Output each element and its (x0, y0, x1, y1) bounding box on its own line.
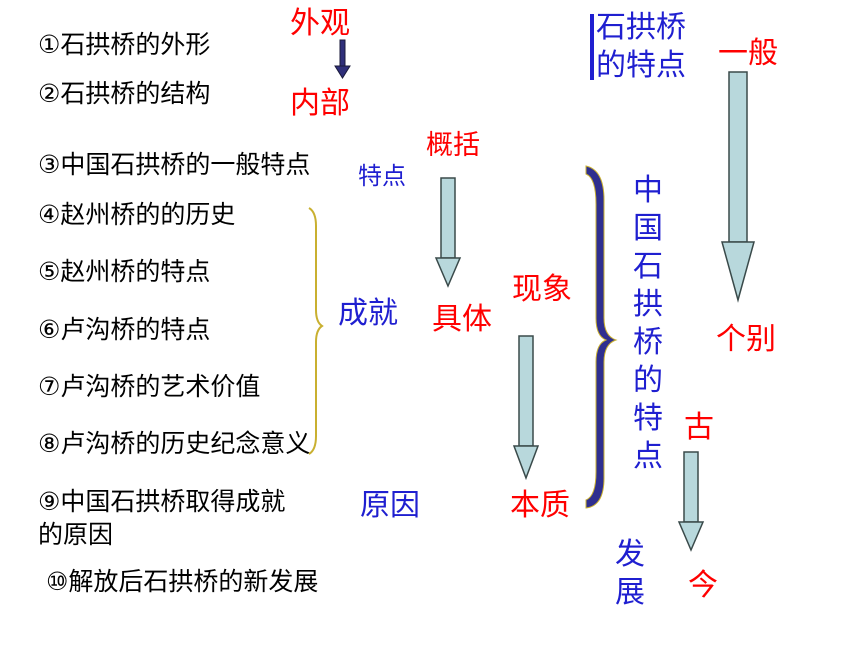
big-brace-icon (585, 165, 618, 509)
outline-item-6: ⑥卢沟桥的特点 (38, 315, 211, 344)
topic-line-1: 石拱桥 (596, 10, 686, 45)
label-neibu: 内部 (290, 86, 350, 121)
topic-bar (590, 14, 594, 80)
vertical-title: 中国石拱桥的特点 (633, 173, 663, 474)
label-juti: 具体 (432, 302, 492, 337)
down-arrow-icon-xianxiang (512, 335, 540, 481)
outline-item-7: ⑦卢沟桥的艺术价值 (38, 372, 261, 401)
label-benzhi: 本质 (510, 488, 570, 523)
down-arrow-icon-gu (677, 451, 705, 552)
small-down-arrow-icon (334, 39, 351, 79)
label-gebie: 个别 (716, 322, 776, 357)
topic-line-2: 的特点 (596, 48, 686, 83)
down-arrow-icon-yiban (721, 71, 755, 303)
label-gaikuo: 概括 (426, 130, 480, 161)
thin-brace-icon (308, 207, 324, 455)
outline-item-4: ④赵州桥的的历史 (38, 200, 236, 229)
down-arrow-icon-gaikuo (434, 177, 462, 288)
label-jin: 今 (688, 568, 718, 603)
label-xianxiang: 现象 (512, 272, 572, 307)
label-yuanyin: 原因 (360, 488, 420, 523)
label-chengjiu: 成就 (338, 296, 398, 331)
label-tedian: 特点 (358, 162, 406, 190)
outline-item-8: ⑧卢沟桥的历史纪念意义 (38, 429, 311, 458)
outline-item-9: ⑨中国石拱桥取得成就 (38, 487, 286, 516)
label-gu: 古 (684, 410, 714, 445)
outline-item-2: ②石拱桥的结构 (38, 79, 211, 108)
label-waiguan: 外观 (290, 6, 350, 41)
outline-item-3: ③中国石拱桥的一般特点 (38, 150, 311, 179)
label-yiban: 一般 (718, 36, 778, 71)
outline-item-1: ①石拱桥的外形 (38, 30, 211, 59)
outline-item-9-cont: 的原因 (38, 520, 114, 549)
outline-item-5: ⑤赵州桥的特点 (38, 257, 211, 286)
label-fazhan: 发展 (615, 537, 645, 610)
outline-item-10: ⑩解放后石拱桥的新发展 (46, 567, 319, 596)
